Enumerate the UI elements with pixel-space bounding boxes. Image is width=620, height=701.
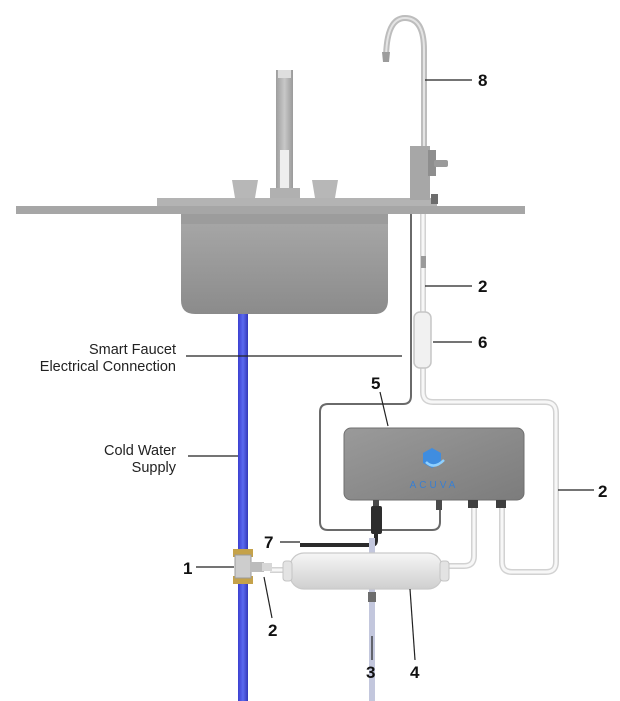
callout-tubing-right: 2 — [598, 482, 607, 501]
electrical-wire — [319, 214, 441, 531]
callout-filter: 4 — [410, 663, 420, 682]
drain-line — [368, 538, 376, 701]
sink-basin — [181, 212, 388, 314]
inline-filter — [282, 552, 450, 590]
uv-unit: ACUVA — [343, 427, 525, 510]
callout-power: 7 — [264, 533, 273, 552]
countertop — [16, 198, 525, 214]
leader-lines — [186, 79, 594, 661]
acuva-logo-icon — [423, 448, 445, 468]
callout-drain: 3 — [366, 663, 375, 682]
kitchen-faucet — [232, 70, 338, 198]
callout-connector: 6 — [478, 333, 487, 352]
callout-tubing-bottom: 2 — [268, 621, 277, 640]
tee-valve — [233, 549, 272, 584]
caption-smart-faucet-line2: Electrical Connection — [40, 359, 176, 375]
acuva-logo-text: ACUVA — [410, 480, 459, 491]
smart-faucet — [382, 14, 448, 204]
caption-cold-water-line2: Supply — [132, 460, 177, 476]
callout-tubing-top: 2 — [478, 277, 487, 296]
callout-electrical: 5 — [371, 374, 380, 393]
cold-water-pipe — [238, 312, 248, 701]
tubing — [270, 214, 559, 575]
quick-connector — [413, 311, 432, 369]
callout-faucet: 8 — [478, 71, 487, 90]
caption-cold-water-line1: Cold Water — [104, 443, 176, 459]
callout-tee-valve: 1 — [183, 559, 192, 578]
caption-smart-faucet-line1: Smart Faucet — [89, 342, 176, 358]
